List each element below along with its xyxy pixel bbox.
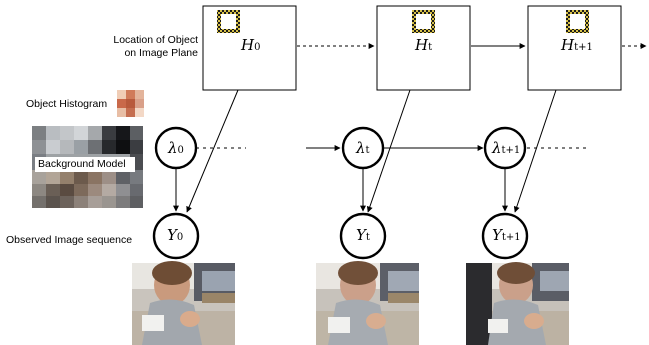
node-Y-0	[152, 212, 200, 260]
edge-H0-Y0	[186, 89, 239, 213]
node-Y-t1	[481, 212, 529, 260]
observed-sequence-label: Observed Image sequence	[6, 234, 133, 246]
background-model-label-box	[35, 157, 135, 172]
node-label-Y0: Y0	[167, 226, 184, 244]
object-marker-Ht-inner	[416, 14, 431, 29]
node-lambda-t1	[483, 126, 527, 170]
object-histogram-label: Object Histogram	[26, 98, 108, 110]
object-histogram-swatch	[117, 90, 144, 117]
node-label-Ht1: Ht+1	[561, 36, 593, 54]
node-label-Yt: Yt	[356, 226, 370, 244]
node-label-lambda0: λ0	[168, 139, 184, 157]
observed-frame-0	[132, 261, 235, 345]
observed-frame-t1	[466, 262, 569, 345]
observed-frame-t	[316, 261, 419, 345]
node-lambda-t	[341, 126, 385, 170]
node-Y-t	[339, 212, 387, 260]
node-label-Yt1: Yt+1	[492, 226, 521, 244]
background-model-label: Background Model	[38, 158, 126, 170]
node-lambda-0	[154, 126, 198, 170]
location-label: Location of Object on Image Plane	[113, 34, 198, 59]
edge-Ht1-Yt1	[513, 89, 557, 213]
object-marker-Ht1-inner	[570, 14, 585, 29]
node-label-Ht: Ht	[415, 36, 433, 54]
node-label-lambdat: λt	[356, 139, 370, 157]
node-label-lambdat1: λt+1	[492, 139, 521, 157]
node-label-H0: H0	[241, 36, 261, 54]
edge-Ht-Yt	[366, 89, 411, 213]
object-marker-H0-inner	[221, 14, 236, 29]
